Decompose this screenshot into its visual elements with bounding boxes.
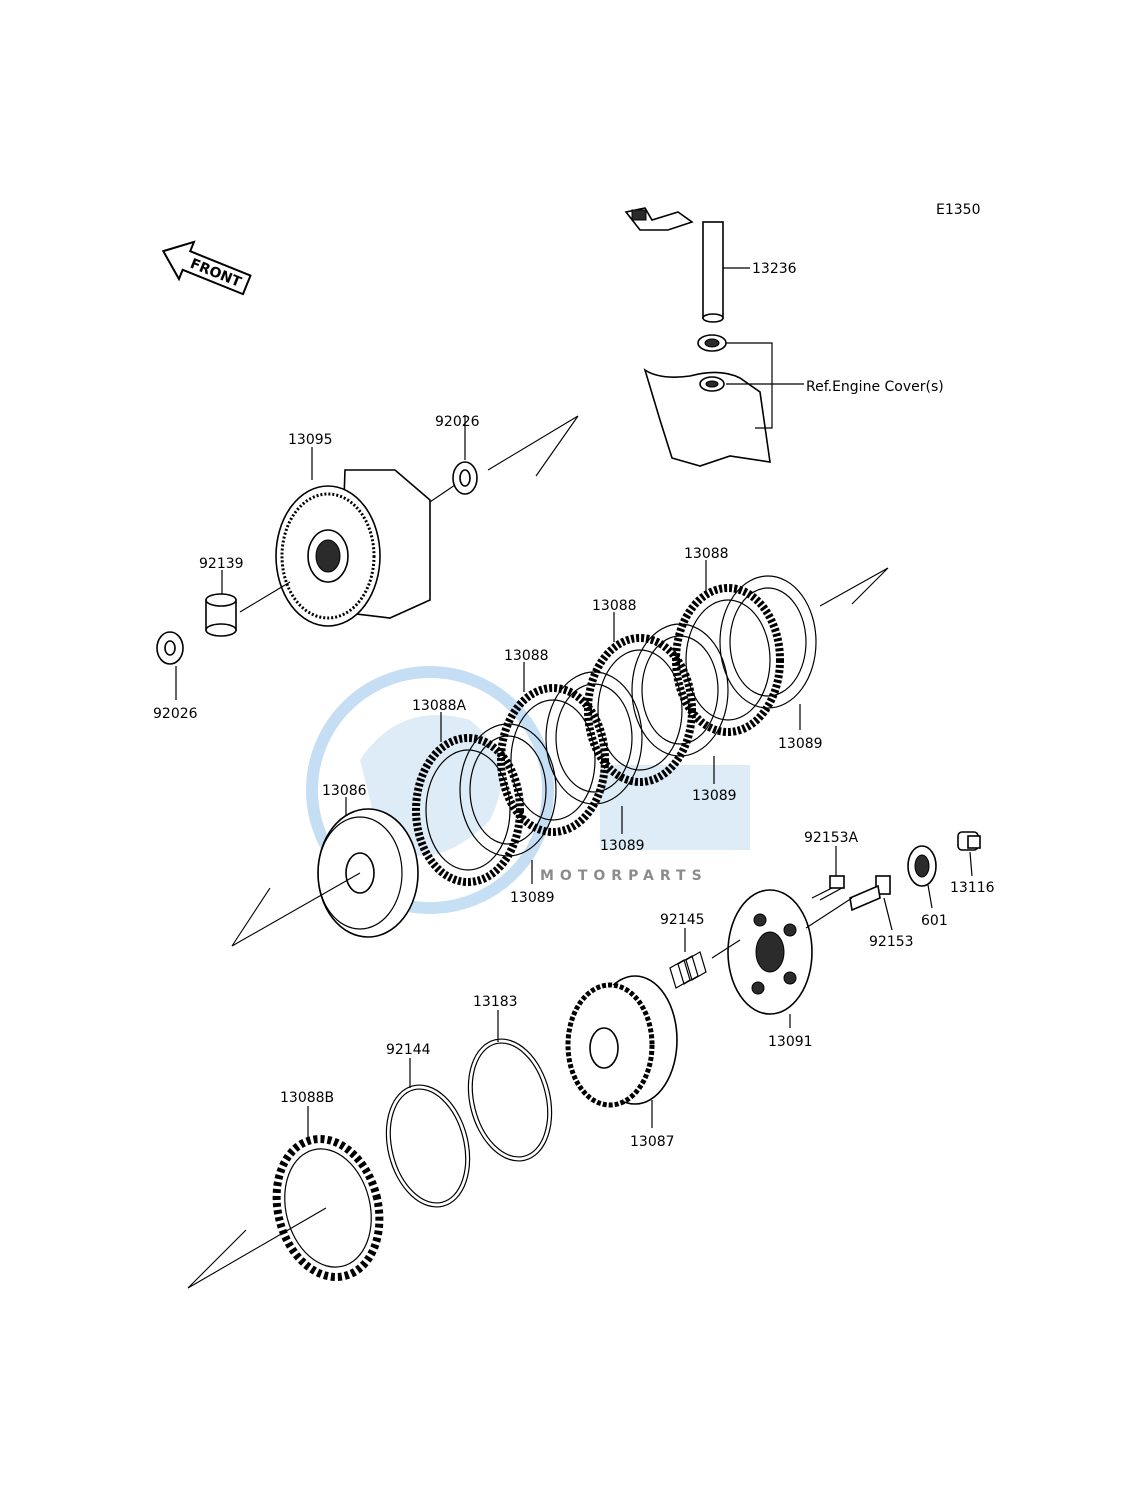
label-13088A: 13088A (412, 698, 467, 714)
watermark-text: MOTORPARTS (540, 868, 708, 884)
front-arrow: FRONT (161, 240, 252, 296)
label-92145: 92145 (660, 912, 705, 928)
label-13236: 13236 (752, 261, 797, 277)
label-13089-4: 13089 (778, 736, 823, 752)
diagram-code: E1350 (936, 202, 980, 218)
part-92145-spring (669, 951, 707, 989)
axis-line-top (487, 415, 579, 477)
friction-plate-13088-3 (672, 584, 784, 736)
part-13088B-friction-plate (272, 1135, 384, 1281)
part-13087-clutch-hub (565, 975, 678, 1108)
watermark-globe-ring (306, 666, 554, 914)
part-92153A-bolt (811, 875, 845, 901)
label-13088B: 13088B (280, 1090, 334, 1106)
part-13183-ring (467, 1038, 553, 1162)
label-92153: 92153 (869, 934, 914, 950)
part-601-bearing (907, 845, 937, 887)
part-13236-shaft (624, 207, 750, 323)
label-13088-3: 13088 (684, 546, 729, 562)
part-92153-bolt (849, 875, 891, 912)
label-13089-1: 13089 (510, 890, 555, 906)
axis-line-bottom (187, 1207, 327, 1289)
label-92139: 92139 (199, 556, 244, 572)
label-92144: 92144 (386, 1042, 431, 1058)
leader-601 (927, 884, 933, 909)
reference-note: Ref.Engine Cover(s) (806, 379, 944, 395)
label-92026-left: 92026 (153, 706, 198, 722)
label-13183: 13183 (473, 994, 518, 1010)
label-13087: 13087 (630, 1134, 675, 1150)
label-13091: 13091 (768, 1034, 813, 1050)
engine-cover-ref (643, 334, 804, 467)
part-92026-washer-left (156, 631, 184, 665)
axis-line-pressure-plate (231, 872, 361, 947)
watermark-block (600, 765, 750, 850)
part-13091-lifter-plate (727, 889, 813, 1015)
steel-plate-2 (545, 671, 643, 805)
label-13095: 13095 (288, 432, 333, 448)
label-13089-2: 13089 (600, 838, 645, 854)
part-92139-collar (205, 593, 237, 637)
label-601: 601 (921, 913, 948, 929)
axis-line-plates (819, 567, 889, 607)
part-13086-pressure-plate (317, 808, 419, 938)
front-arrow-icon (161, 240, 252, 296)
label-13116: 13116 (950, 880, 995, 896)
part-13095-clutch-housing (275, 469, 431, 627)
part-92144-ring (385, 1084, 471, 1208)
label-13089-3: 13089 (692, 788, 737, 804)
label-13088-2: 13088 (592, 598, 637, 614)
clutch-plate-pack (412, 575, 817, 886)
leader-13116 (969, 851, 973, 877)
label-92153A: 92153A (804, 830, 859, 846)
part-92026-washer-top (452, 461, 478, 495)
steel-plate-4 (719, 575, 817, 709)
label-13086: 13086 (322, 783, 367, 799)
label-13088-1: 13088 (504, 648, 549, 664)
label-92026-top: 92026 (435, 414, 480, 430)
part-13116-pin (957, 831, 981, 851)
leader-92153 (883, 897, 893, 931)
